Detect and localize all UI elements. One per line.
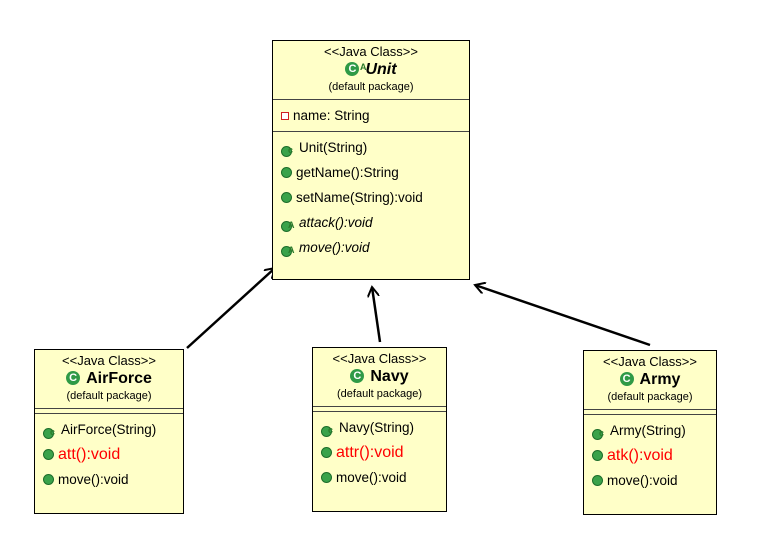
method-row: getName():String [281, 160, 469, 185]
navy-to-unit-arrow [372, 287, 382, 343]
navy-class-header: <<Java Class>> C Navy (default package) [313, 348, 446, 407]
constructor-icon: c [281, 141, 295, 157]
public-method-icon [43, 449, 54, 460]
army-stereotype: <<Java Class>> [603, 354, 697, 369]
public-method-icon [281, 167, 292, 178]
class-icon: C [66, 371, 82, 387]
method-row: atk():void [592, 443, 716, 468]
abstract-method-icon: A [281, 216, 295, 232]
unit-package: (default package) [328, 81, 414, 93]
private-field-icon [281, 111, 289, 120]
army-class-header: <<Java Class>> C Army (default package) [584, 351, 716, 410]
method-row: move():void [43, 467, 183, 492]
public-method-icon [592, 475, 603, 486]
method-row: move():void [321, 465, 446, 490]
army-class-name: Army [639, 371, 681, 388]
attribute-row: name: String [281, 103, 469, 128]
airforce-package: (default package) [66, 390, 152, 402]
airforce-stereotype: <<Java Class>> [62, 353, 156, 368]
army-to-unit-arrow [475, 285, 651, 347]
public-method-icon [592, 450, 603, 461]
public-method-icon [321, 447, 332, 458]
constructor-icon: c [43, 423, 57, 439]
public-method-icon [281, 192, 292, 203]
navy-class-name: Navy [370, 368, 409, 385]
unit-attributes: name: String [273, 100, 469, 132]
airforce-attributes [35, 409, 183, 414]
airforce-class-box[interactable]: <<Java Class>> C AirForce (default packa… [34, 349, 184, 514]
airforce-to-unit-arrow [186, 268, 275, 349]
navy-attributes [313, 407, 446, 412]
method-row: move():void [592, 468, 716, 493]
unit-class-name: Unit [365, 61, 397, 78]
army-class-box[interactable]: <<Java Class>> C Army (default package) … [583, 350, 717, 515]
constructor-icon: c [321, 421, 335, 437]
army-package: (default package) [607, 391, 693, 403]
navy-package: (default package) [337, 388, 422, 400]
class-icon: C [350, 369, 366, 385]
airforce-class-name: AirForce [86, 370, 152, 387]
class-icon: C [619, 372, 636, 388]
public-method-icon [43, 474, 54, 485]
method-row: setName(String):void [281, 185, 469, 210]
navy-class-box[interactable]: <<Java Class>> C Navy (default package) … [312, 347, 447, 512]
abstract-method-icon: A [281, 241, 295, 257]
public-method-icon [321, 472, 332, 483]
navy-stereotype: <<Java Class>> [332, 351, 427, 366]
method-row: att():void [43, 442, 183, 467]
airforce-class-header: <<Java Class>> C AirForce (default packa… [35, 350, 183, 409]
method-row: attr():void [321, 440, 446, 465]
army-attributes [584, 410, 716, 415]
constructor-icon: c [592, 424, 606, 440]
unit-stereotype: <<Java Class>> [324, 44, 418, 59]
